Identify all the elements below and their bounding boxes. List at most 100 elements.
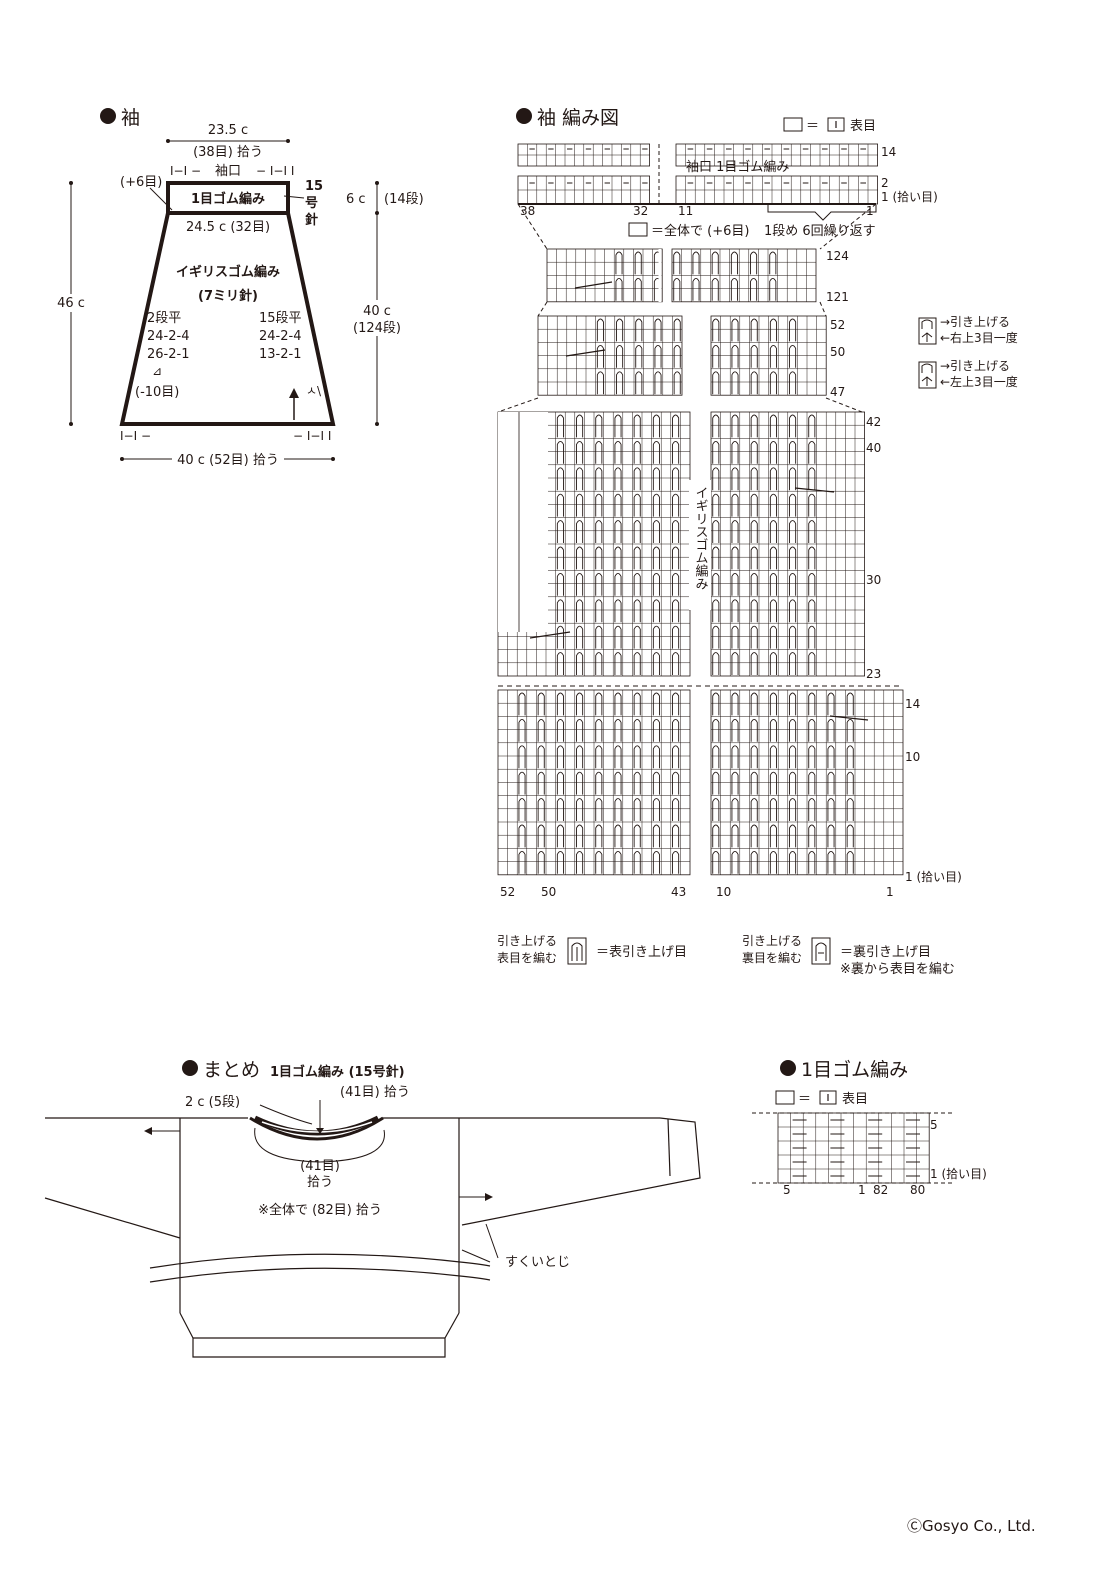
cuff-bottom-rows xyxy=(675,175,879,205)
legend-dec-right: →引き上げる ←右上3目一度 xyxy=(918,315,1018,345)
stitch-mark-left: I−I − xyxy=(170,164,201,178)
bullet-icon xyxy=(516,108,532,124)
pick-back-label: (41目) 拾う xyxy=(340,1085,410,1100)
legend-b1-line1: 引き上げる xyxy=(497,934,557,948)
row-42: 42 xyxy=(866,415,881,429)
break-line-top xyxy=(149,1253,491,1269)
block-top-left xyxy=(546,248,663,303)
pick-front-2: 拾う xyxy=(307,1175,333,1190)
row-124: 124 xyxy=(826,249,849,263)
rib-row-1: 1 (拾い目) xyxy=(930,1166,987,1181)
legend-b2-line1: 引き上げる xyxy=(742,934,802,948)
legend-b1-meaning: ＝表引き上げ目 xyxy=(596,945,687,960)
body-pattern-label: イギリスゴム編み xyxy=(176,264,280,280)
legend-equals: ＝ xyxy=(806,119,819,134)
total-height-label: 46 c xyxy=(57,296,85,311)
sleeve-schematic: 袖 23.5 c (38目) 拾う 袖口 I−I − − I−I I (+6目)… xyxy=(52,107,424,468)
body-height-label: 40 c xyxy=(363,304,391,319)
copyright: ⒸGosyo Co., Ltd. xyxy=(907,1517,1036,1535)
front-pick-curve xyxy=(254,1127,385,1163)
col-52: 52 xyxy=(500,885,515,899)
collar-outer xyxy=(249,1116,384,1141)
chart-title: 袖 編み図 xyxy=(537,107,619,129)
seam-label: すくいとじ xyxy=(505,1255,570,1270)
svg-text:＝: ＝ xyxy=(798,1092,811,1107)
legend-knit-slip: 引き上げる 表目を編む ＝表引き上げ目 xyxy=(497,934,687,965)
legend-b2-line2: 裏目を編む xyxy=(742,950,802,965)
inner-width-label: 24.5 c (32目) xyxy=(186,220,270,235)
row-1: 1 (拾い目) xyxy=(905,869,962,884)
row-121: 121 xyxy=(826,290,849,304)
legend-dec-left: →引き上げる ←左上3目一度 xyxy=(918,359,1018,389)
repeat-note: 1段め 6回繰り返す xyxy=(764,224,876,239)
cuff-top-rows xyxy=(675,143,879,184)
body-needle-label: (7ミリ針) xyxy=(198,288,258,304)
cuff-chart-label: 袖口 1目ゴム編み xyxy=(686,159,789,175)
dec-right-3: 13-2-1 xyxy=(259,347,301,362)
rib-title: 1目ゴム編み xyxy=(801,1059,908,1081)
legend-knit-label: 表目 xyxy=(850,119,876,134)
dec-left-2: 24-2-4 xyxy=(147,329,189,344)
svg-text:ㅅ\: ㅅ\ xyxy=(306,384,322,398)
rib-label: 1目ゴム編み xyxy=(191,191,265,207)
cuff-height-label: 6 c xyxy=(346,192,366,207)
sweater-outline xyxy=(44,1117,701,1358)
transition-lines xyxy=(497,144,877,413)
rib-col-5: 5 xyxy=(783,1183,791,1197)
bullet-icon xyxy=(182,1060,198,1076)
svg-text:号: 号 xyxy=(305,196,318,211)
sleeve-title: 袖 xyxy=(121,107,140,129)
knit-stitch-icon xyxy=(819,1090,837,1105)
cuff-col-11: 11 xyxy=(678,204,693,218)
legend-purl-slip: 引き上げる 裏目を編む ＝裏引き上げ目 ※裏から表目を編む xyxy=(742,934,955,977)
block-mid1-right xyxy=(710,315,827,396)
right-dec-icon xyxy=(918,317,937,345)
bullet-icon xyxy=(100,108,116,124)
block-top-right xyxy=(671,248,817,303)
block-bottom-left xyxy=(497,689,691,876)
cuff-col-38: 38 xyxy=(520,204,535,218)
legend-b2-meaning: ＝裏引き上げ目 xyxy=(840,945,931,960)
top-width-label: 23.5 c xyxy=(208,123,248,138)
legend-b2-note: ※裏から表目を編む xyxy=(840,961,955,977)
row-47: 47 xyxy=(830,385,845,399)
block-mid1-left xyxy=(537,315,683,396)
legend-dec2-line1: →引き上げる xyxy=(940,359,1010,373)
dec-right-1: 15段平 xyxy=(259,311,302,326)
block-mid2-right xyxy=(710,411,866,677)
legend-b1-line2: 表目を編む xyxy=(497,950,557,965)
knit-stitch-icon xyxy=(827,117,845,132)
rib-col-82: 82 xyxy=(873,1183,888,1197)
row-52: 52 xyxy=(830,318,845,332)
purl-slip-icon xyxy=(811,937,831,965)
block-mid2-left xyxy=(497,411,691,677)
svg-text:針: 針 xyxy=(305,212,318,228)
minus10-label: (-10目) xyxy=(135,385,179,400)
body-rows-label: (124段) xyxy=(353,321,401,336)
left-dec-icon xyxy=(918,361,937,389)
row-50: 50 xyxy=(830,345,845,359)
stitch-mark-right: − I−I I xyxy=(256,164,294,178)
increase-icon xyxy=(628,222,648,237)
dec-right-2: 24-2-4 xyxy=(259,329,301,344)
rib-col-1: 1 xyxy=(858,1183,866,1197)
knit-slip-icon xyxy=(567,937,587,965)
rib-col-80: 80 xyxy=(910,1183,925,1197)
cuff-row-1: 1 (拾い目) xyxy=(881,189,938,204)
collar-height-label: 2 c (5段) xyxy=(185,1095,240,1110)
empty-box-icon xyxy=(783,117,803,132)
legend-dec1-line2: ←右上3目一度 xyxy=(940,330,1018,345)
assembly-diagram: まとめ 1目ゴム編み (15号針) 2 c (5段) (41目) 拾う (41目… xyxy=(44,1059,701,1358)
col-10: 10 xyxy=(716,885,731,899)
rib-cells xyxy=(777,1112,930,1184)
increase-note: ＝全体で (+6目) xyxy=(651,223,749,239)
col-50: 50 xyxy=(541,885,556,899)
cuff-row-2: 2 xyxy=(881,176,889,190)
cuff-col-1: 1 xyxy=(866,204,874,218)
cuff-row-14: 14 xyxy=(881,145,896,159)
dec-left-1: 2段平 xyxy=(147,311,181,326)
row-23: 23 xyxy=(866,667,881,681)
cuff-bottom-rows xyxy=(517,175,651,205)
needle-15-label: 15 xyxy=(305,179,323,194)
